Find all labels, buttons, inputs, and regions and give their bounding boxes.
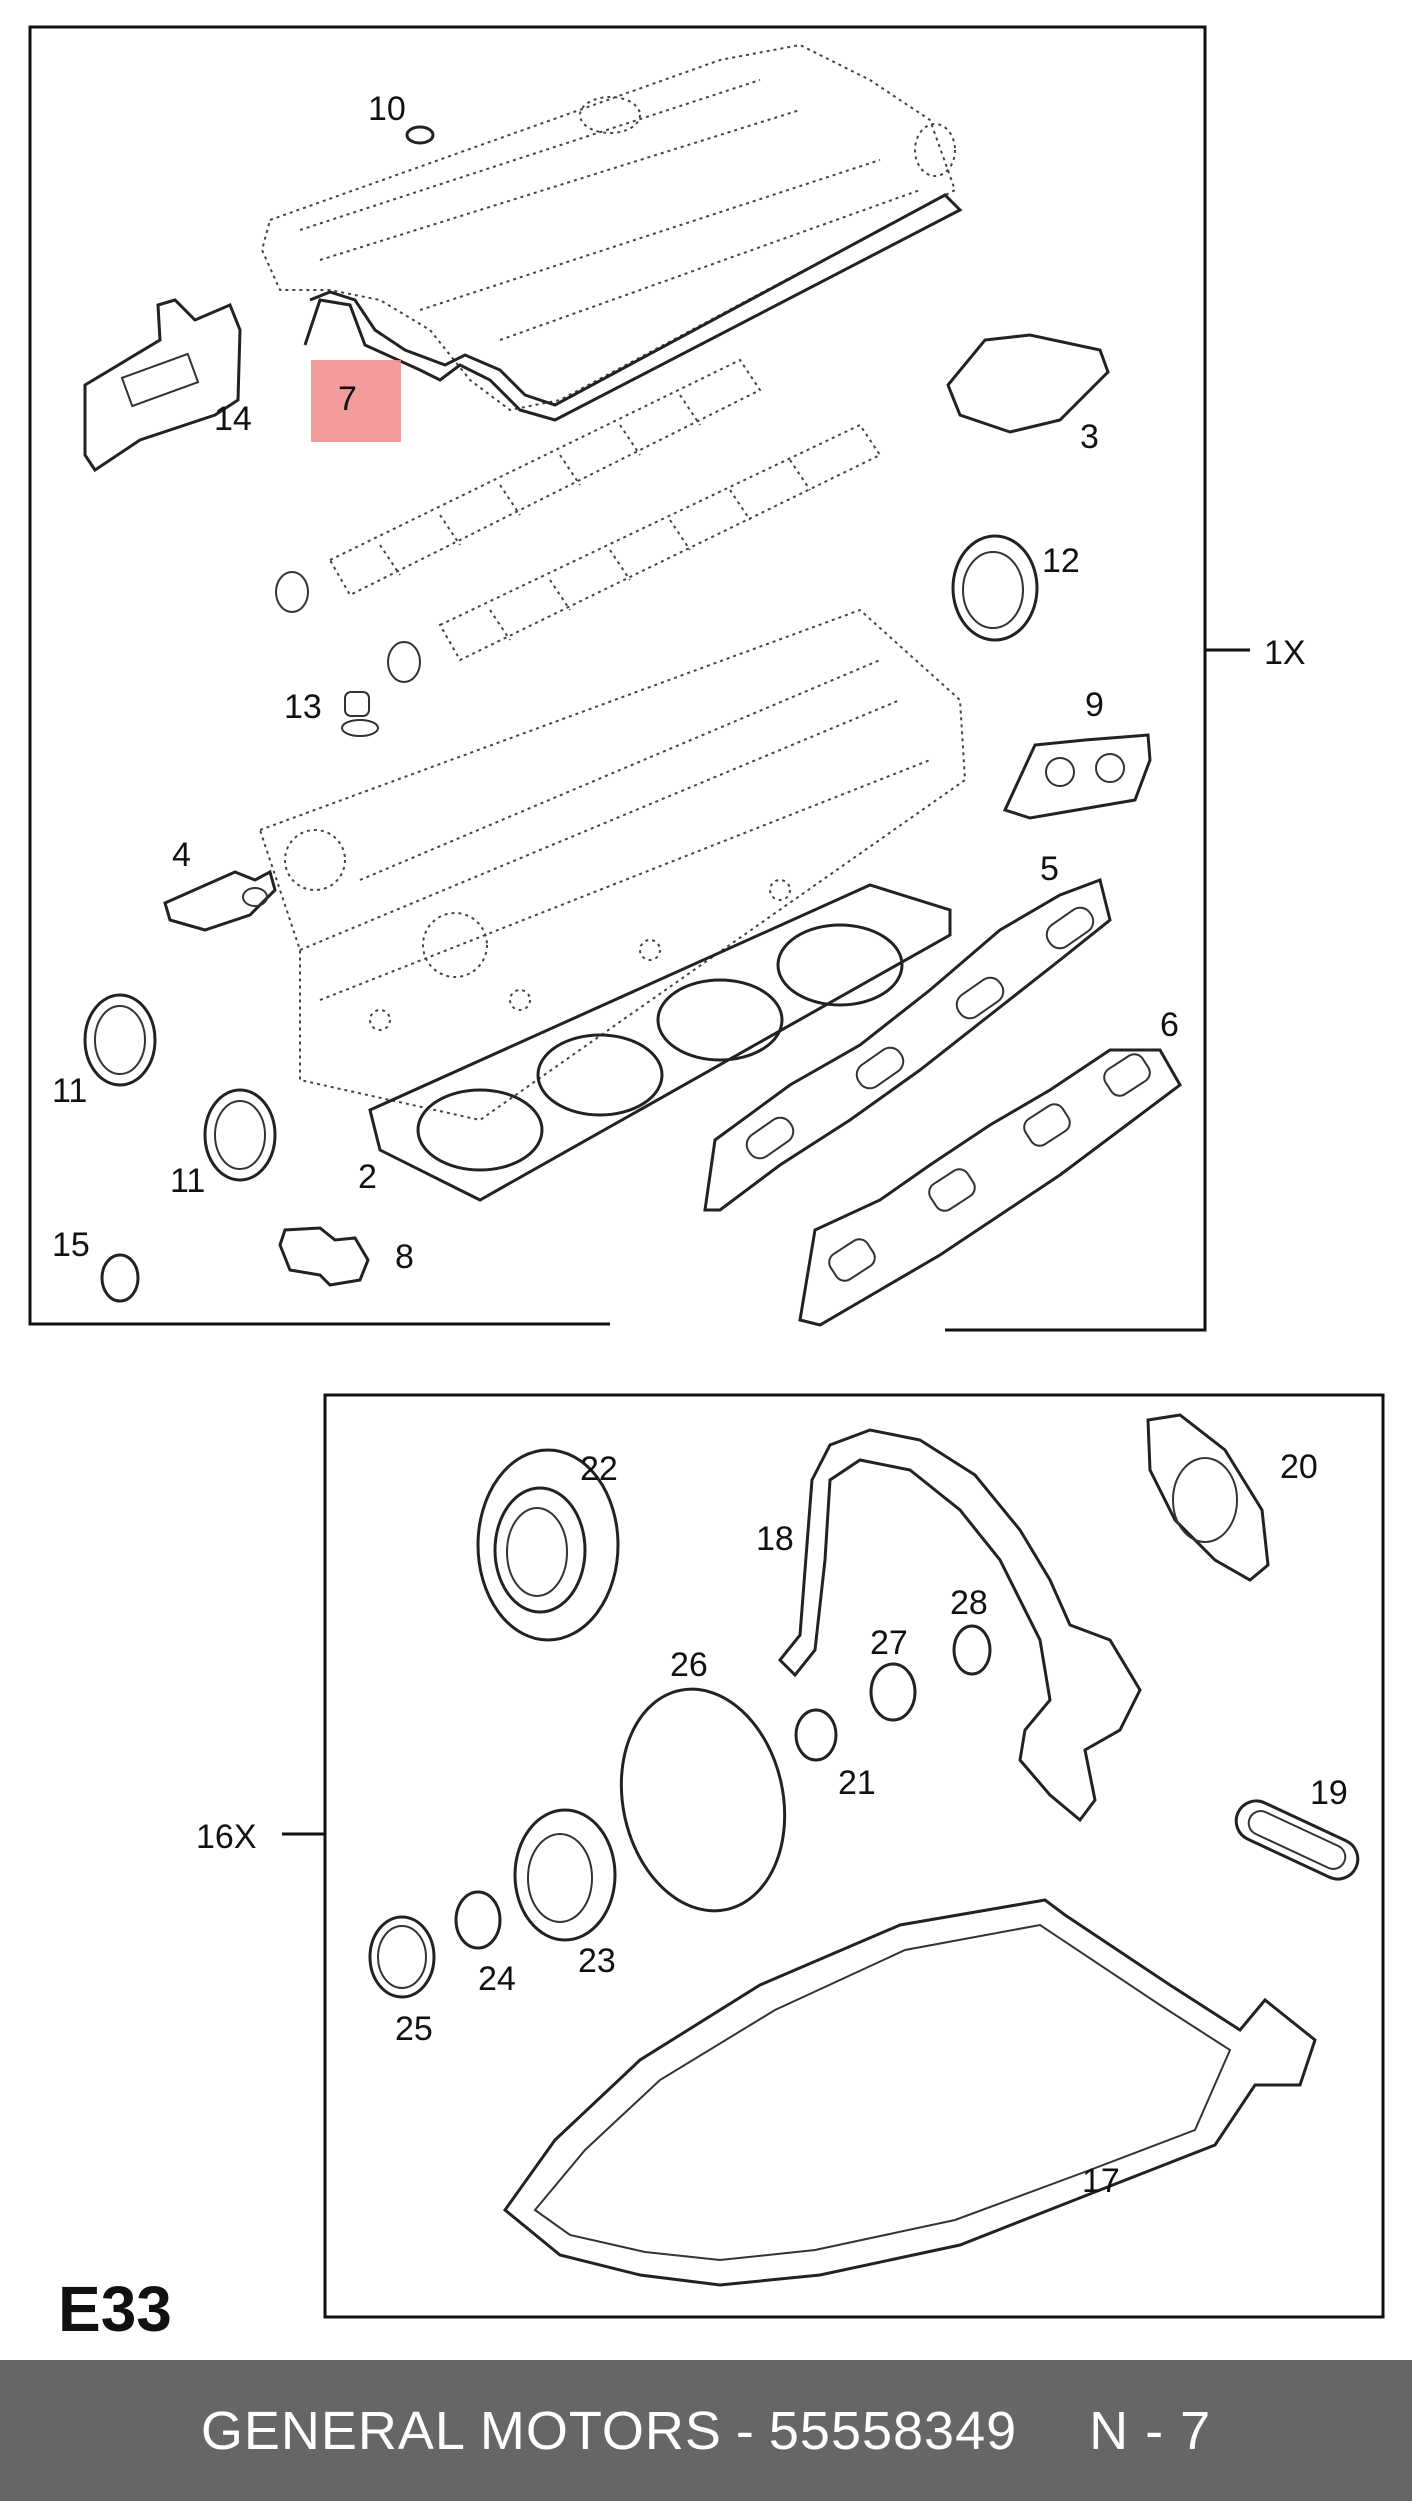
part-11-seal-b — [203, 1088, 277, 1182]
footer-brand: GENERAL MOTORS — [200, 2400, 722, 2461]
label-23: 23 — [578, 1942, 616, 1980]
part-2-head-gasket — [368, 883, 952, 1202]
label-16x: 16X — [196, 1818, 257, 1856]
label-14: 14 — [214, 400, 252, 438]
label-13: 13 — [284, 688, 322, 726]
part-15-oring — [100, 1253, 140, 1303]
label-26: 26 — [670, 1646, 708, 1684]
part-19-gasket — [1234, 1799, 1360, 1881]
part-8-gasket — [278, 1226, 370, 1287]
label-17: 17 — [1082, 2162, 1120, 2200]
parts-diagram: 7 10 14 3 12 1X 13 9 4 5 6 11 11 2 15 8 … — [28, 25, 1385, 2319]
cylinder-head — [258, 608, 967, 1122]
upper-frame — [28, 25, 1250, 1332]
label-12: 12 — [1042, 542, 1080, 580]
label-21: 21 — [838, 1764, 876, 1802]
part-20-gasket — [1146, 1413, 1270, 1582]
label-15: 15 — [52, 1226, 90, 1264]
label-7: 7 — [338, 380, 357, 418]
part-14-gasket — [83, 298, 242, 473]
callout-labels: 7 10 14 3 12 1X 13 9 4 5 6 11 11 2 15 8 … — [52, 90, 1348, 2200]
footer-part-number: 55558349 — [768, 2400, 1018, 2461]
part-26-oring — [619, 1687, 787, 1913]
label-24: 24 — [478, 1960, 516, 1998]
part-13-valve — [341, 691, 379, 737]
footer-variant: N - 7 — [1089, 2400, 1212, 2461]
part-4-gasket — [163, 869, 277, 932]
part-21-ring — [794, 1708, 838, 1762]
part-17-oilpan-gasket — [502, 1898, 1317, 2287]
part-25-ring — [368, 1915, 436, 1999]
lower-frame — [282, 1393, 1385, 2319]
label-27: 27 — [870, 1624, 908, 1662]
footer-separator: - — [735, 2400, 755, 2461]
valve-cover — [260, 43, 957, 412]
part-9-gasket — [1002, 733, 1152, 820]
cam-seal-a — [275, 571, 309, 613]
label-2: 2 — [358, 1158, 377, 1196]
part-5-manifold-gasket — [703, 878, 1112, 1212]
camshaft-1 — [328, 358, 762, 597]
label-1x: 1X — [1264, 634, 1306, 672]
part-18-cover-gasket — [777, 1428, 1142, 1823]
part-11-seal-a — [83, 993, 157, 1087]
cam-seal-b — [387, 641, 421, 683]
part-27-ring — [869, 1662, 917, 1722]
label-22: 22 — [580, 1450, 618, 1488]
label-3: 3 — [1080, 418, 1099, 456]
label-19: 19 — [1310, 1774, 1348, 1812]
label-20: 20 — [1280, 1448, 1318, 1486]
label-9: 9 — [1085, 686, 1104, 724]
label-6: 6 — [1160, 1006, 1179, 1044]
part-6-exhaust-gasket — [798, 1048, 1182, 1327]
label-11b: 11 — [170, 1162, 205, 1200]
part-23-seal — [513, 1808, 617, 1942]
part-24-ring — [454, 1890, 502, 1950]
label-5: 5 — [1040, 850, 1059, 888]
part-12-seal — [951, 534, 1039, 642]
part-22-seal — [476, 1448, 620, 1642]
camshaft-2 — [438, 423, 882, 662]
label-11a: 11 — [52, 1072, 87, 1110]
part-28-ring — [952, 1624, 992, 1676]
part-3-gasket — [946, 333, 1110, 434]
label-18: 18 — [756, 1520, 794, 1558]
part-10-oring — [405, 125, 435, 145]
label-8: 8 — [395, 1238, 414, 1276]
diagram-code: E33 — [58, 2273, 172, 2345]
footer-bar: GENERAL MOTORS - 55558349 N - 7 — [0, 2360, 1412, 2501]
label-10: 10 — [368, 90, 406, 128]
label-4: 4 — [172, 836, 191, 874]
label-25: 25 — [395, 2010, 433, 2048]
highlight-box — [311, 360, 401, 442]
valve-cover-gasket — [303, 193, 963, 422]
label-28: 28 — [950, 1584, 988, 1622]
